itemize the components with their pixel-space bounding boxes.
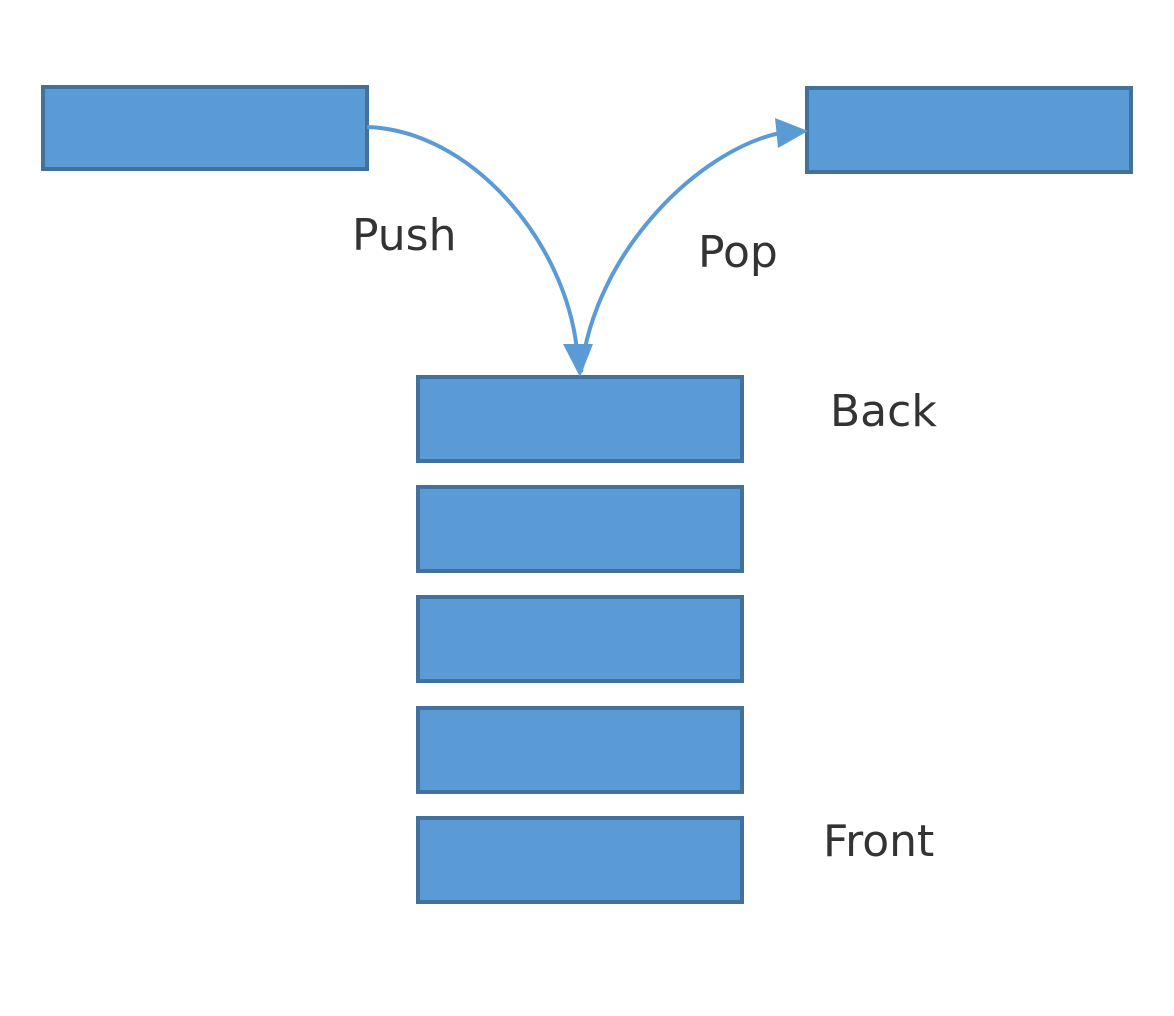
front-label: Front [823,816,934,867]
pop-label: Pop [698,227,778,278]
back-label: Back [830,386,937,437]
push-label: Push [352,210,456,261]
outgoing-element-box [805,86,1133,174]
queue-slot [416,485,744,573]
queue-slot [416,595,744,683]
queue-slot [416,706,744,794]
queue-slot-front [416,816,744,904]
queue-slot-back [416,375,744,463]
pop-arrow [579,118,808,373]
queue-stack [416,375,744,904]
pop-arrowhead [775,118,808,148]
push-arrowhead [563,344,593,377]
incoming-element-box [41,85,369,171]
